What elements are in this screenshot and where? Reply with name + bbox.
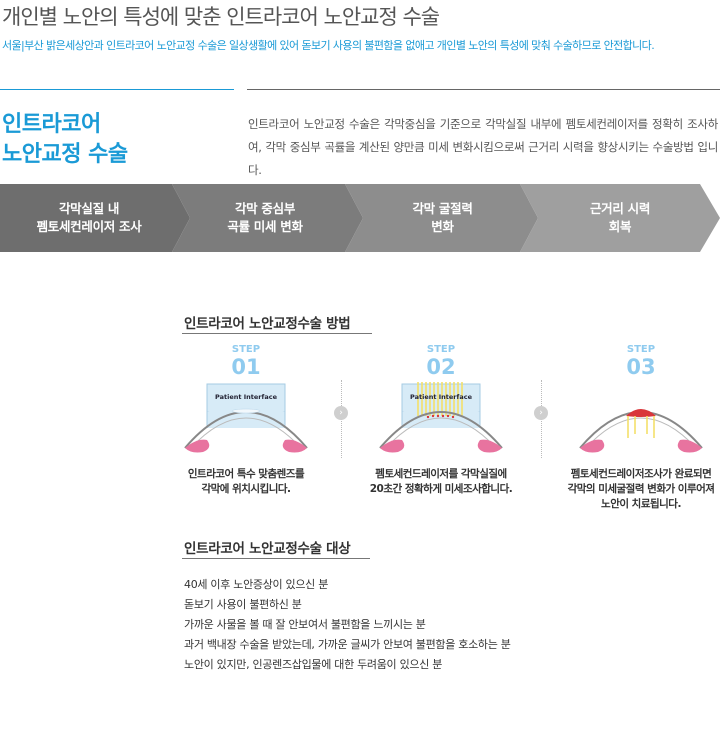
method-title: 인트라코어 노안교정수술 방법 <box>184 316 351 332</box>
list-item: 가까운 사물을 볼 때 잘 안보여서 불편함을 느끼시는 분 <box>184 618 426 631</box>
divider-accent <box>0 89 234 90</box>
page-subtitle: 서울|부산 밝은세상안과 인트라코어 노안교정 수술은 일상생활에 있어 돋보기… <box>2 39 655 52</box>
chevron-step-1-shape <box>0 184 190 252</box>
section-heading: 인트라코어 노안교정 수술 <box>2 110 128 170</box>
step-1-description: 인트라코어 특수 맞춤렌즈를 각막에 위치시킵니다. <box>173 467 319 497</box>
page-title: 개인별 노안의 특성에 맞춘 인트라코어 노안교정 수술 <box>2 5 440 29</box>
step-1-desc-line1: 인트라코어 특수 맞춤렌즈를 <box>187 468 305 480</box>
section-heading-line2: 노안교정 수술 <box>2 142 128 167</box>
candidates-title-underline <box>182 558 370 559</box>
step-3-desc-line3: 노안이 치료됩니다. <box>601 498 681 510</box>
step-1-illustration <box>184 383 308 453</box>
process-step-1: 각막실질 내 펨토세컨레이저 조사 <box>0 184 178 252</box>
step-1-label: STEP <box>231 344 261 355</box>
method-step-1: STEP 01 Patient Interface 인트라코어 특수 맞춤렌즈를… <box>183 344 309 495</box>
step-2-number: 02 <box>426 355 456 379</box>
list-item: 노안이 있지만, 인공렌즈삽입물에 대한 두려움이 있으신 분 <box>184 658 443 671</box>
method-title-underline <box>182 333 372 334</box>
step-1-number: 01 <box>231 355 261 379</box>
process-step-1-line1: 각막실질 내 <box>58 201 120 216</box>
chevron-step-2-shape <box>172 184 363 252</box>
step-3-desc-line1: 펨토세컨드레이저조사가 완료되면 <box>570 468 712 480</box>
divider <box>247 89 720 90</box>
intro-paragraph: 인트라코어 노안교정 수술은 각막중심을 기준으로 각막실질 내부에 펨토세컨레… <box>248 117 718 177</box>
process-step-4-line1: 근거리 시력 <box>589 201 651 216</box>
list-item: 과거 백내장 수술을 받았는데, 가까운 글씨가 안보여 불편함을 호소하는 분 <box>184 638 511 651</box>
step-3-illustration <box>579 409 703 453</box>
step-3-number: 03 <box>626 355 656 379</box>
list-item: 40세 이후 노안증상이 있으신 분 <box>184 578 329 591</box>
step-2-desc-line2: 20초간 정확하게 미세조사합니다. <box>369 483 513 495</box>
candidates-title: 인트라코어 노안교정수술 대상 <box>184 541 351 557</box>
process-chevron-bar: 각막실질 내 펨토세컨레이저 조사 각막 중심부 곡률 미세 변화 각막 굴절력… <box>0 184 720 252</box>
step-2-illustration <box>379 382 503 453</box>
chevron-right-icon: › <box>534 406 548 420</box>
candidates-list: 40세 이후 노안증상이 있으신 분 돋보기 사용이 불편하신 분 가까운 사물… <box>184 575 511 675</box>
method-step-3: STEP 03 펨토세컨드레이저조사가 완료되면 각막의 미세굴절력 변화가 이… <box>568 344 715 510</box>
list-item: 돋보기 사용이 불편하신 분 <box>184 598 302 611</box>
process-step-4-line2: 회복 <box>608 219 632 234</box>
process-step-3: 각막 굴절력 변화 <box>355 184 530 252</box>
chevron-step-4-shape <box>520 184 720 252</box>
step-1-desc-line2: 각막에 위치시킵니다. <box>201 483 291 495</box>
step-1-device-label: Patient Interface <box>215 393 277 401</box>
step-2-label: STEP <box>426 344 456 355</box>
process-step-3-line2: 변화 <box>431 219 454 234</box>
chevron-shapes <box>0 184 720 252</box>
step-3-description: 펨토세컨드레이저조사가 완료되면 각막의 미세굴절력 변화가 이루어져 노안이 … <box>558 467 720 512</box>
process-step-2: 각막 중심부 곡률 미세 변화 <box>180 184 350 252</box>
process-step-3-line1: 각막 굴절력 <box>412 201 473 216</box>
step-2-description: 펨토세컨드레이저를 각막실질에 20초간 정확하게 미세조사합니다. <box>363 467 519 497</box>
process-step-1-line2: 펨토세컨레이저 조사 <box>36 219 142 234</box>
step-2-desc-line1: 펨토세컨드레이저를 각막실질에 <box>375 468 507 480</box>
chevron-step-3-shape <box>345 184 538 252</box>
step-2-device-label: Patient Interface <box>410 393 472 401</box>
process-step-2-line2: 곡률 미세 변화 <box>227 219 303 234</box>
process-step-4: 근거리 시력 회복 <box>530 184 710 252</box>
section-heading-line1: 인트라코어 <box>2 112 101 137</box>
chevron-right-icon: › <box>334 406 348 420</box>
step-3-label: STEP <box>626 344 656 355</box>
step-3-desc-line2: 각막의 미세굴절력 변화가 이루어져 <box>567 483 715 495</box>
process-step-2-line1: 각막 중심부 <box>234 201 296 216</box>
method-step-2: STEP 02 Patient Interface 펨토세컨드레이저를 각막실질… <box>370 344 513 495</box>
